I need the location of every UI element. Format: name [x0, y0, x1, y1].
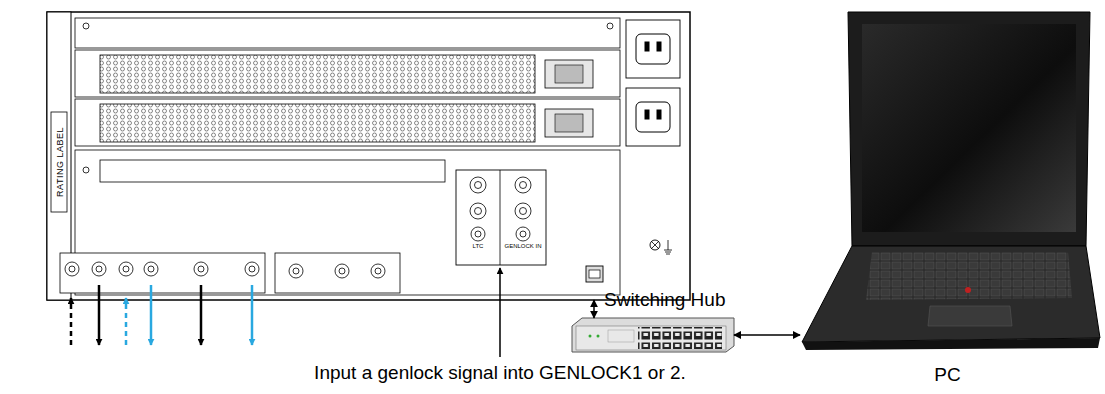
laptop-drawing: [802, 12, 1100, 350]
caption-note: Input a genlock signal into GENLOCK1 or …: [200, 362, 800, 384]
rack-device-drawing: [47, 12, 690, 300]
switching-hub-drawing: [572, 318, 734, 352]
connector-label: GENLOCK IN: [500, 243, 546, 249]
switching-hub: Switching Hub: [572, 318, 734, 352]
connector-arrow: [593, 300, 595, 318]
node-label: RATING LABEL: [55, 127, 65, 197]
genlock-arrow: [499, 268, 501, 357]
node-label: Switching Hub: [604, 289, 725, 311]
rack-device: RATING LABEL: [47, 12, 690, 300]
signal-arrows: [71, 285, 252, 345]
pc-laptop: PC: [800, 12, 1095, 390]
connector-label: LTC: [456, 243, 500, 249]
connector-arrow: [734, 334, 800, 336]
node-label: PC: [800, 364, 1095, 386]
